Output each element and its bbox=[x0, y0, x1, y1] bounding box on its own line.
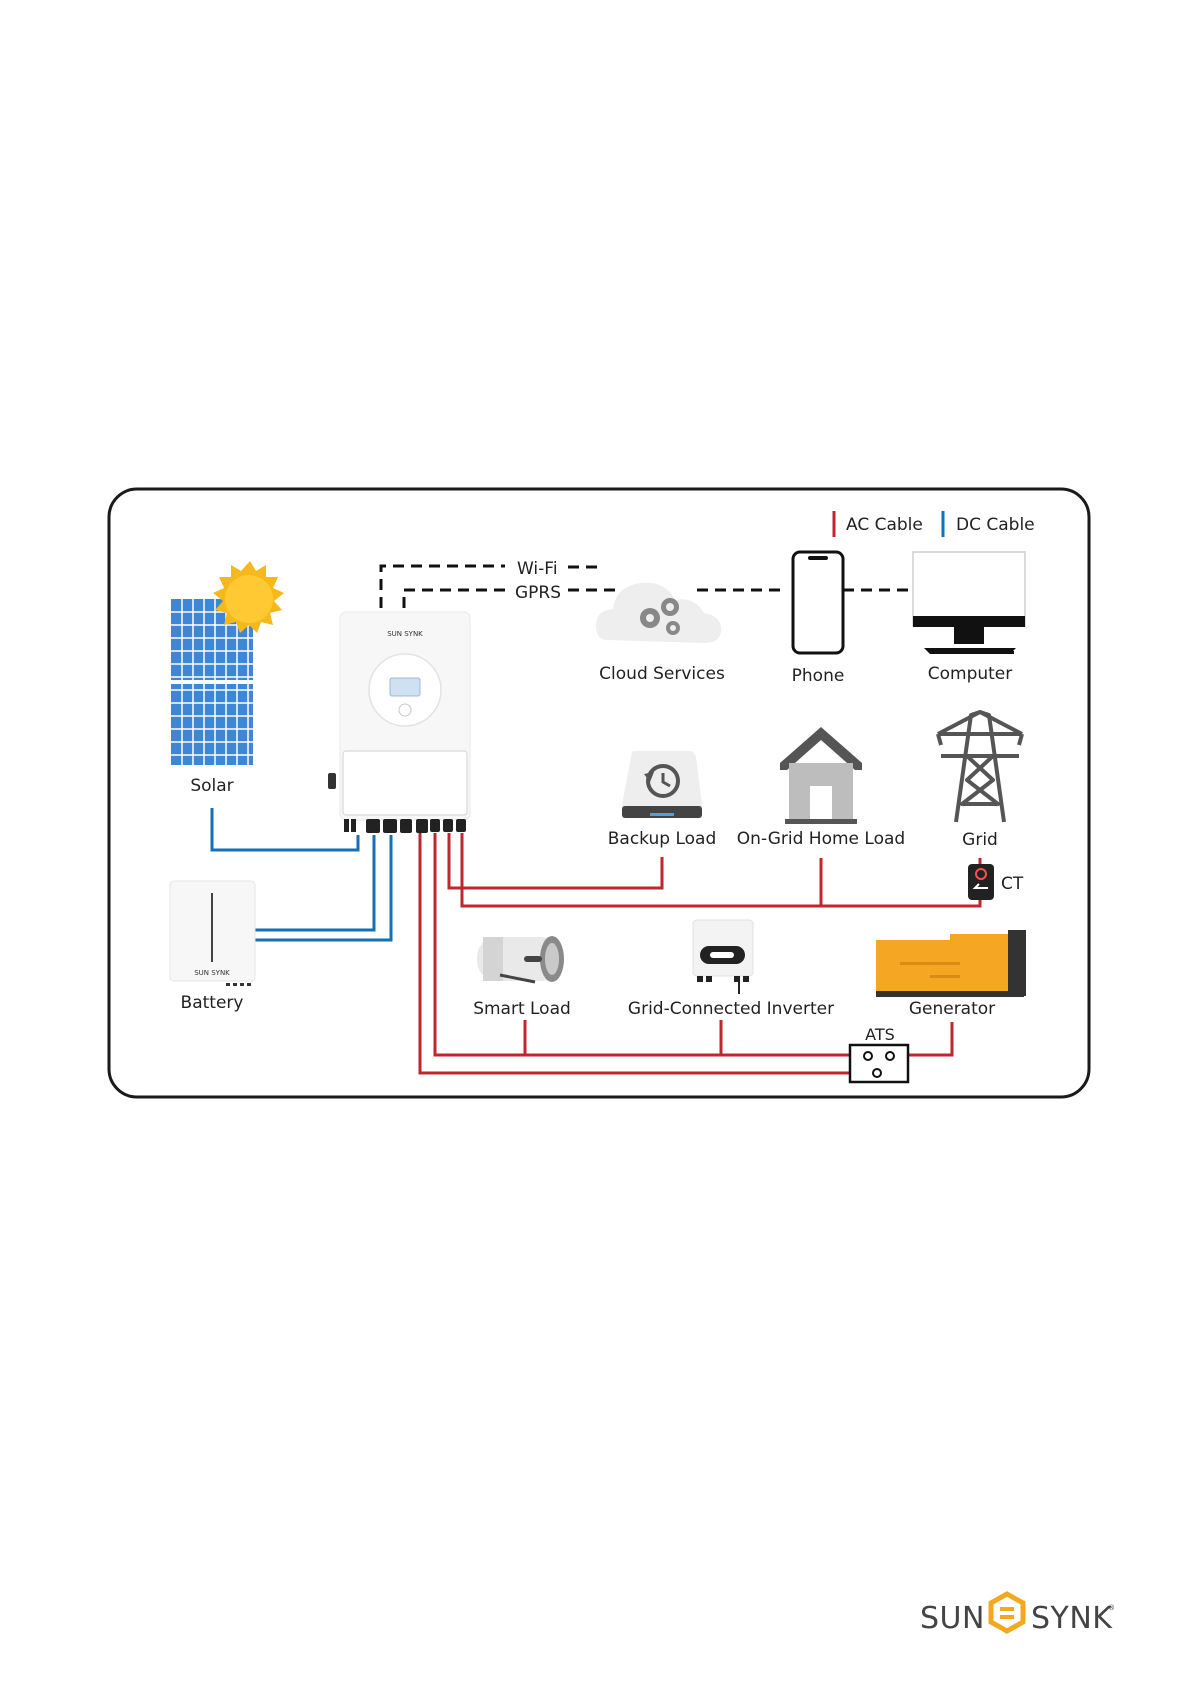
solar-label: Solar bbox=[190, 776, 233, 796]
svg-text:SUN SYNK: SUN SYNK bbox=[194, 969, 230, 977]
cloud-label: Cloud Services bbox=[599, 664, 725, 684]
legend-dc-label: DC Cable bbox=[956, 515, 1035, 535]
brand-registered-mark: ® bbox=[1108, 1604, 1115, 1612]
computer-label: Computer bbox=[928, 664, 1013, 684]
wifi-label: Wi-Fi bbox=[517, 559, 558, 579]
smart-load-label: Smart Load bbox=[473, 999, 571, 1019]
grid-label: Grid bbox=[962, 830, 998, 850]
transfer-switch-icon bbox=[850, 1045, 908, 1082]
generator-label: Generator bbox=[909, 999, 995, 1019]
battery-label: Battery bbox=[181, 993, 244, 1013]
brand-mark-icon bbox=[991, 1594, 1023, 1631]
ats-label: ATS bbox=[865, 1025, 895, 1044]
brand-name-left: SUN bbox=[920, 1601, 985, 1636]
brand-name-right: SYNK bbox=[1031, 1601, 1113, 1636]
battery-icon: SUN SYNK bbox=[170, 881, 255, 986]
home-load-label: On-Grid Home Load bbox=[737, 829, 905, 849]
backup-load-label: Backup Load bbox=[608, 829, 717, 849]
phone-label: Phone bbox=[792, 666, 845, 686]
grid-inverter-label: Grid-Connected Inverter bbox=[628, 999, 834, 1019]
backup-restore-icon bbox=[622, 751, 702, 818]
current-transformer-icon bbox=[968, 864, 994, 900]
brand-logo: SUN SYNK ® bbox=[920, 1594, 1115, 1636]
inverter-icon: SUN SYNK bbox=[328, 612, 470, 833]
svg-text:SUN SYNK: SUN SYNK bbox=[387, 630, 423, 638]
smartphone-icon bbox=[793, 552, 843, 653]
generator-icon bbox=[876, 930, 1026, 997]
gprs-label: GPRS bbox=[515, 583, 561, 603]
water-heater-icon bbox=[477, 936, 564, 982]
ct-label: CT bbox=[1001, 874, 1024, 894]
legend-ac-label: AC Cable bbox=[846, 515, 923, 535]
